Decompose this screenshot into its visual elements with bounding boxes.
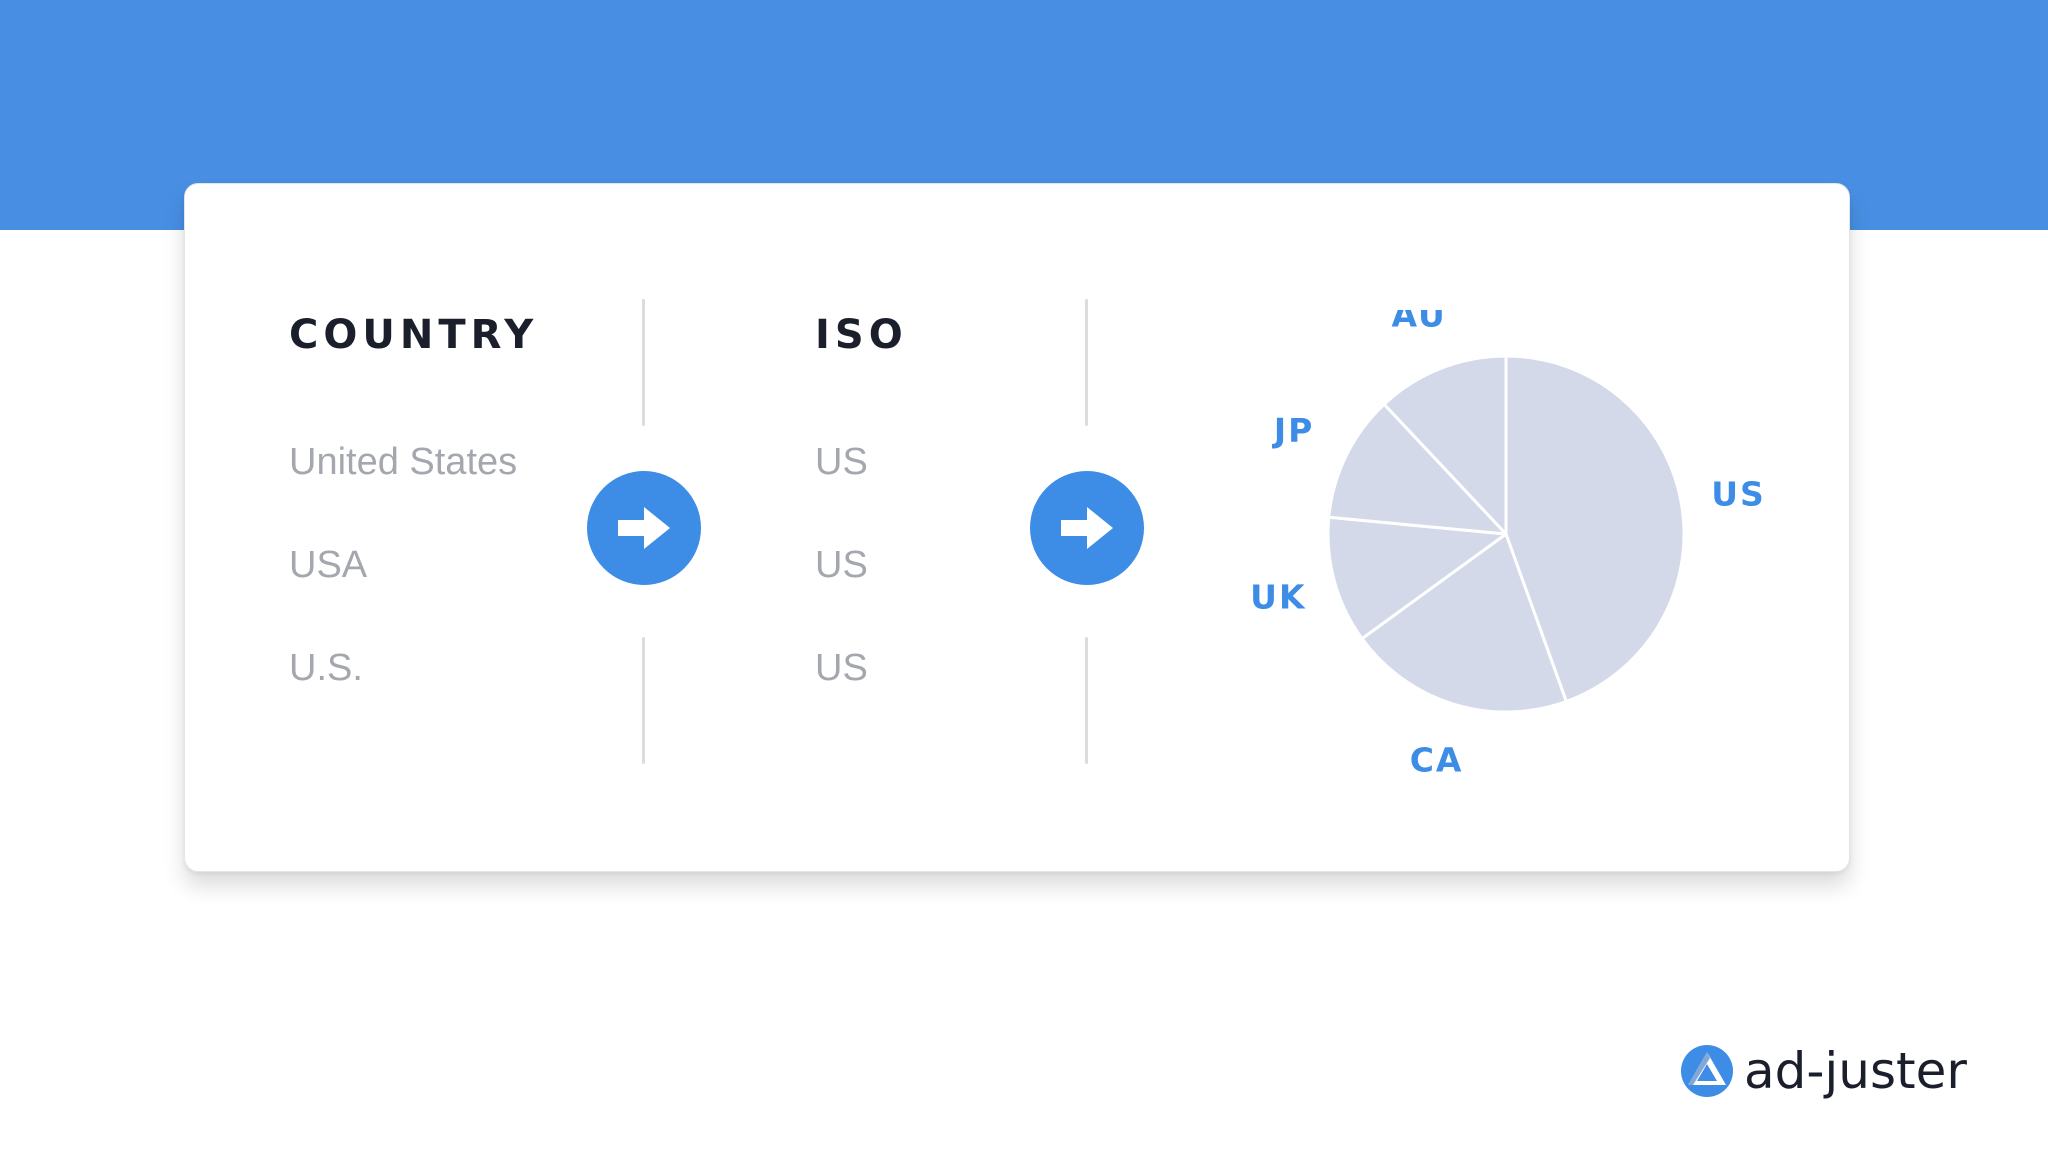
pie-label-us: US: [1711, 474, 1766, 513]
pie-slice-uk: [1326, 515, 1508, 641]
logo-text: ad-juster: [1744, 1042, 1967, 1100]
pie-slice-us: [1504, 354, 1686, 703]
iso-column-header: ISO: [815, 312, 908, 358]
divider-bottom-2: [1085, 637, 1088, 764]
arrow-button-2: [1030, 471, 1144, 585]
divider-top-1: [642, 299, 645, 426]
iso-value-2: US: [815, 544, 868, 586]
country-value-3: U.S.: [289, 647, 363, 689]
pie-label-ca: CA: [1410, 741, 1464, 780]
iso-value-3: US: [815, 647, 868, 689]
pie-slice-au: [1382, 354, 1508, 536]
pie-label-jp: JP: [1272, 411, 1314, 450]
country-value-1: United States: [289, 441, 518, 483]
pie-label-au: AU: [1391, 310, 1446, 335]
pie-slice-jp: [1327, 402, 1508, 536]
arrow-right-icon: [1061, 507, 1113, 549]
arrow-button-1: [587, 471, 701, 585]
ad-juster-logo-icon: [1681, 1045, 1733, 1097]
country-column-header: COUNTRY: [289, 312, 539, 358]
arrow-right-icon: [618, 507, 670, 549]
divider-top-2: [1085, 299, 1088, 426]
pie-label-uk: UK: [1250, 577, 1306, 616]
pie-slice-ca: [1360, 532, 1568, 714]
iso-value-1: US: [815, 441, 868, 483]
pie-chart: US CA UK JP AU: [1250, 310, 1766, 780]
divider-bottom-1: [642, 637, 645, 764]
country-value-2: USA: [289, 544, 368, 586]
ad-juster-logo: ad-juster: [1680, 1040, 1967, 1102]
